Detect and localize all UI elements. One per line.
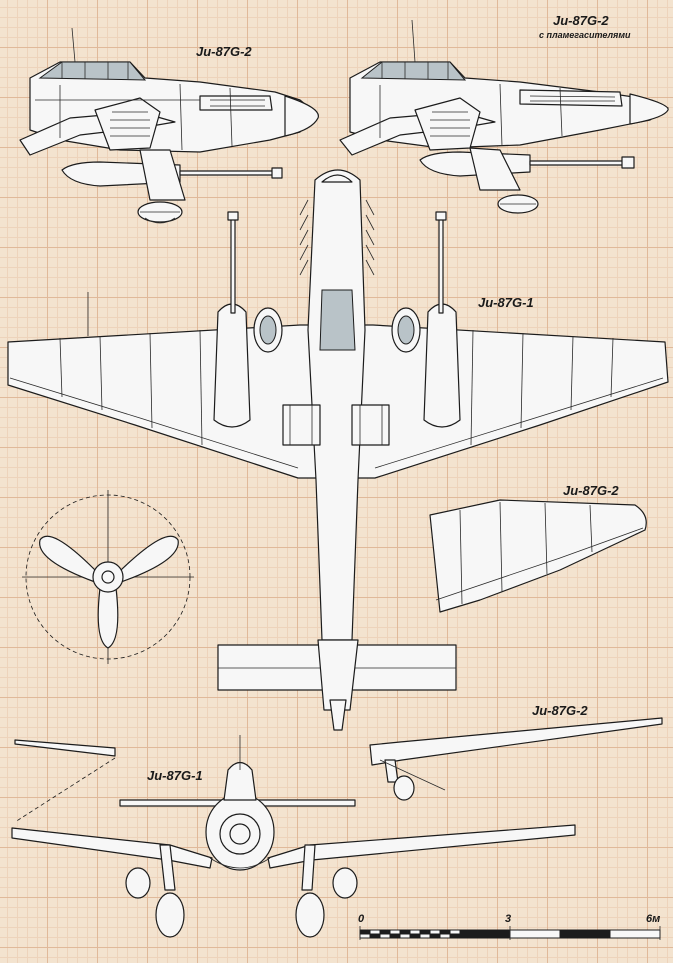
- scale-tick-3: 3: [505, 913, 512, 925]
- side-view-left: [19, 27, 319, 224]
- front-wing-detail: [369, 717, 663, 801]
- side-view-right: [339, 19, 669, 214]
- label-top-view: Ju-87G-1: [478, 295, 534, 310]
- scale-bar: [359, 926, 661, 940]
- scale-tick-0: 0: [358, 913, 365, 925]
- front-view: [11, 735, 576, 938]
- label-side-view-left: Ju-87G-2: [196, 44, 252, 59]
- scale-tick-6: 6м: [646, 913, 661, 925]
- label-front-wing-detail: Ju-87G-2: [532, 703, 588, 718]
- label-side-view-right-note: с пламегасителями: [539, 30, 631, 40]
- propeller-view: [22, 490, 194, 664]
- top-view: [7, 169, 669, 731]
- label-wing-detail: Ju-87G-2: [563, 483, 619, 498]
- wing-detail: [429, 499, 647, 613]
- label-front-view: Ju-87G-1: [147, 768, 203, 783]
- label-side-view-right: Ju-87G-2: [553, 13, 609, 28]
